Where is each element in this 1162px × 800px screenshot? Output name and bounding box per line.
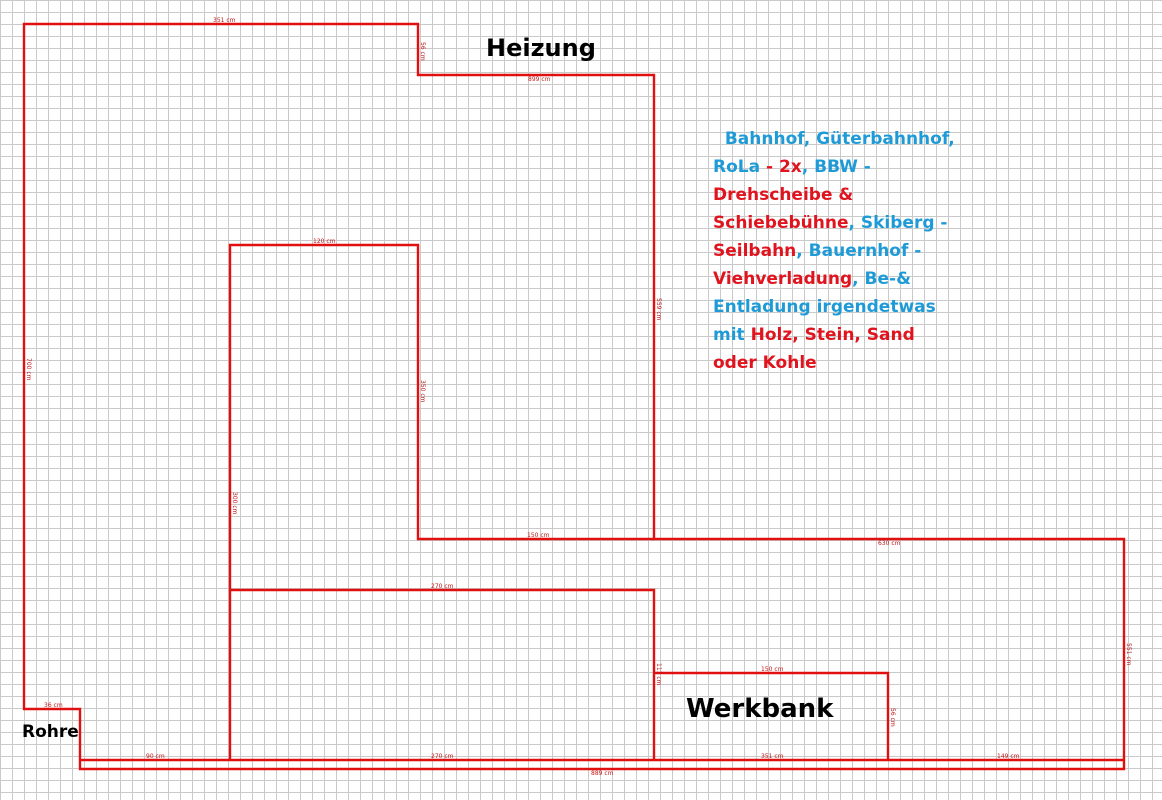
walls — [22, 22, 1126, 771]
dimension-labels: 351 cm 56 cm 700 cm 899 cm 559 cm 120 cm… — [25, 17, 1132, 777]
dimension-label: 270 cm — [431, 753, 454, 760]
note-fragment: RoLa — [713, 157, 761, 177]
dimension-label: 120 cm — [313, 238, 336, 245]
dimension-label: 270 cm — [431, 583, 454, 590]
note-fragment: , Bauernhof - — [796, 241, 922, 261]
dimension-label: 630 cm — [878, 540, 901, 547]
note-fragment: Viehverladung — [713, 269, 853, 289]
dimension-label: 351 cm — [213, 17, 236, 24]
dimension-label: 899 cm — [528, 76, 551, 83]
dimension-label: 149 cm — [997, 753, 1020, 760]
note-fragment: , Be-& Entladung irgendetwas mit — [713, 269, 936, 345]
dimension-label: 300 cm — [231, 492, 238, 515]
notes-text-block: Bahnhof, Güterbahnhof, RoLa - 2x, BBW - … — [713, 97, 955, 377]
dimension-label: 56 cm — [889, 708, 896, 727]
dimension-label: 150 cm — [527, 532, 550, 539]
dimension-label: 351 cm — [761, 753, 784, 760]
dimension-label: 551 cm — [1125, 643, 1132, 666]
note-fragment: - 2x — [760, 157, 802, 177]
dimension-label: 90 cm — [146, 753, 165, 760]
room-label-rohre: Rohre — [22, 722, 79, 742]
dimension-label: 111 cm — [655, 663, 662, 686]
room-label-werkbank: Werkbank — [686, 694, 834, 724]
note-fragment: , Skiberg - — [848, 213, 948, 233]
dimension-label: 889 cm — [591, 770, 614, 777]
note-fragment: Holz, Stein, Sand oder Kohle — [713, 325, 915, 373]
dimension-label: 559 cm — [655, 298, 662, 321]
werkbank-outline — [654, 671, 890, 760]
outer-wall-outline — [22, 22, 1126, 771]
note-fragment: Bahnhof, Güterbahnhof, — [724, 129, 955, 149]
room-label-heizung: Heizung — [486, 34, 596, 62]
note-fragment: , BBW - — [801, 157, 871, 177]
note-fragment: Drehscheibe & Schiebebühne — [713, 185, 854, 233]
dimension-label: 350 cm — [419, 380, 426, 403]
dimension-label: 36 cm — [44, 702, 63, 709]
dimension-label: 56 cm — [419, 42, 426, 61]
lower-room-outline — [230, 588, 656, 760]
note-fragment: Seilbahn — [713, 241, 797, 261]
dimension-label: 700 cm — [25, 358, 32, 381]
center-room-outline — [228, 243, 654, 760]
dimension-label: 150 cm — [761, 666, 784, 673]
